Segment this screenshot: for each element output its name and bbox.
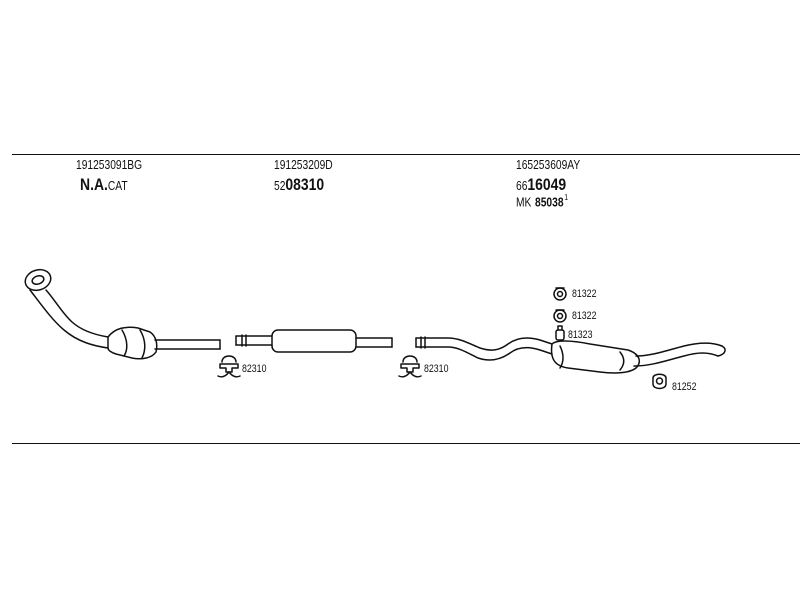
rear-muffler-seam [559, 345, 564, 369]
kit-prefix: MK [516, 195, 532, 210]
middle-pipe-inlet-ring [241, 334, 247, 347]
clamp-2-icon [398, 355, 422, 378]
hanger-1-label: 81322 [572, 288, 597, 300]
hanger-1-icon [553, 287, 567, 301]
part-code-front-pipe: N.A.CAT [80, 176, 128, 194]
hanger-2-label: 81322 [572, 310, 597, 322]
rear-pipe-inlet-ring [420, 336, 426, 349]
part-code-middle-pipe: 5208310 [274, 176, 324, 194]
manifold-flange [24, 268, 52, 292]
code-prefix-rear-muffler: 66 [516, 179, 528, 193]
bottom-divider [12, 443, 800, 444]
ring-mount-label: 81252 [672, 381, 697, 393]
mounting-kit-code: MK 850381 [516, 194, 568, 210]
catalytic-converter-body [107, 326, 158, 360]
rear-muffler-body [550, 340, 641, 374]
tailpipe-upper-edge [635, 342, 723, 357]
tailpipe-end [717, 345, 726, 357]
kit-code: 85038 [535, 195, 564, 210]
catalytic-converter-seam [121, 329, 128, 357]
resonator-body [271, 329, 357, 353]
ring-mount-icon [652, 373, 667, 390]
downpipe-upper-edge [45, 289, 109, 338]
part-number-middle-pipe: 191253209D [274, 158, 333, 172]
part-code-rear-muffler: 6616049 [516, 176, 566, 194]
top-divider [12, 154, 800, 155]
clamp-1-icon [217, 355, 241, 378]
downpipe-lower-edge [29, 289, 109, 349]
catalytic-converter-seam-2 [139, 329, 146, 359]
rear-muffler-seam-2 [619, 351, 625, 371]
front-pipe-with-catalytic-converter [24, 268, 221, 360]
kit-superscript: 1 [564, 193, 569, 202]
hanger-2-icon [553, 309, 567, 323]
part-number-rear-muffler: 165253609AY [516, 158, 581, 172]
code-suffix-front-pipe: CAT [107, 179, 128, 193]
rear-pipe-upper-edge [415, 337, 553, 351]
hanger-3-label: 81323 [568, 329, 593, 341]
code-bold-front-pipe: N.A. [80, 175, 108, 194]
part-number-front-pipe: 191253091BG [76, 158, 143, 172]
middle-pipe-with-resonator [235, 329, 393, 353]
code-bold-rear-muffler: 16049 [527, 175, 567, 194]
rear-pipe-lower-edge [415, 346, 553, 361]
code-prefix-middle-pipe: 52 [274, 179, 286, 193]
hanger-3-icon [555, 325, 565, 341]
rear-pipe-with-muffler [415, 336, 726, 374]
tailpipe-lower-edge [633, 352, 719, 367]
code-bold-middle-pipe: 08310 [285, 175, 325, 194]
manifold-flange-hole [31, 275, 45, 285]
clamp-1-label: 82310 [242, 363, 267, 375]
clamp-2-label: 82310 [424, 363, 449, 375]
